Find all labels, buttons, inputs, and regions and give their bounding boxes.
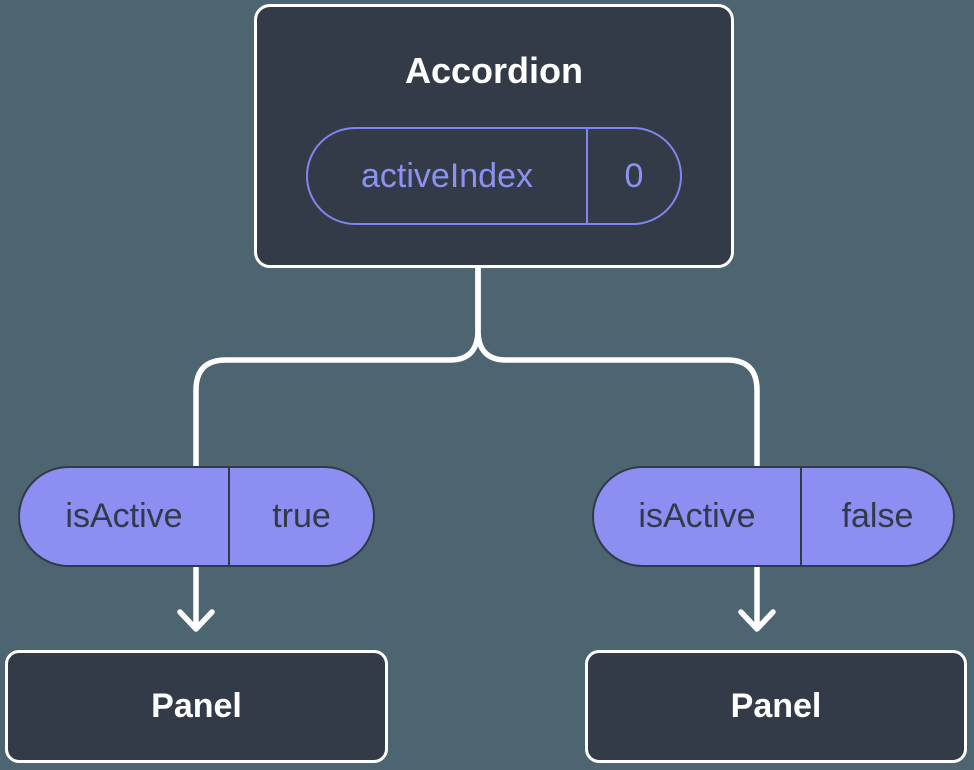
is-active-pill-left: isActive true xyxy=(18,466,375,567)
panel-node-right: Panel xyxy=(585,650,967,763)
prop-value-label: false xyxy=(841,497,914,535)
down-arrow-right-icon xyxy=(738,563,776,632)
active-index-pill: activeIndex 0 xyxy=(306,127,682,225)
branch-left-line xyxy=(193,266,481,468)
prop-name-label: isActive xyxy=(638,497,756,535)
branch-right-line xyxy=(475,266,760,468)
prop-value-label: true xyxy=(272,497,331,535)
panel-title: Panel xyxy=(151,687,242,725)
is-active-pill-right: isActive false xyxy=(592,466,955,567)
panel-node-left: Panel xyxy=(5,650,388,763)
pill-divider xyxy=(586,129,588,223)
panel-title: Panel xyxy=(730,687,822,725)
pill-divider xyxy=(800,468,802,565)
down-arrow-left-icon xyxy=(177,563,215,632)
prop-name-label: activeIndex xyxy=(361,156,533,195)
accordion-title: Accordion xyxy=(404,50,583,91)
prop-value-label: 0 xyxy=(624,156,644,195)
prop-name-label: isActive xyxy=(65,497,183,535)
accordion-node: Accordion activeIndex 0 xyxy=(254,4,734,268)
pill-divider xyxy=(228,468,230,565)
